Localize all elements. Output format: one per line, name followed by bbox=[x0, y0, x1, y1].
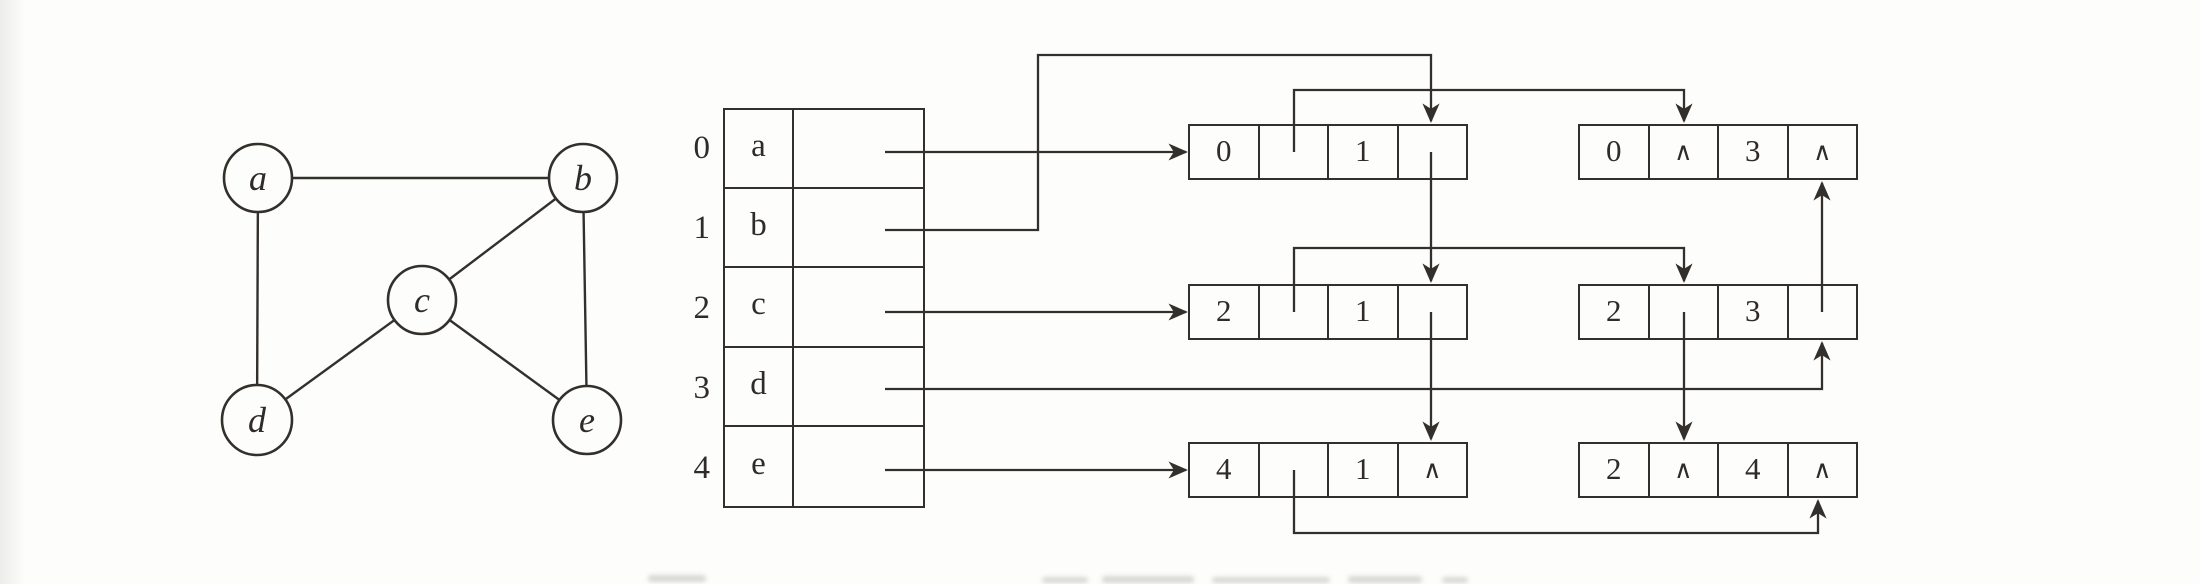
graph-edge-a-d bbox=[255, 177, 260, 421]
caption-fragment bbox=[1348, 576, 1422, 583]
head-firstedge-pointer-cell bbox=[794, 110, 923, 187]
graph-edge-b-c bbox=[421, 177, 584, 301]
vertex-label-c: c bbox=[414, 280, 430, 320]
ilink-cell bbox=[1260, 126, 1329, 178]
graph-edge-b-e bbox=[581, 177, 589, 421]
vertex-circle-d bbox=[220, 383, 294, 457]
vertex-circle-c bbox=[386, 264, 458, 336]
jvex-cell: 3 bbox=[1719, 126, 1789, 178]
jvex-cell: 3 bbox=[1719, 286, 1789, 338]
jlink-cell bbox=[1399, 286, 1467, 338]
caption-fragment bbox=[1442, 577, 1468, 583]
head-row-b: b bbox=[725, 189, 923, 269]
vertex-circle-b bbox=[547, 142, 619, 214]
ivex-cell: 4 bbox=[1190, 444, 1260, 496]
graph-drawing: a b c d e bbox=[220, 142, 623, 457]
head-index-4: 4 bbox=[693, 450, 711, 486]
graph-edge-c-e bbox=[421, 299, 588, 421]
edge-node-4-1: 4 1 ∧ bbox=[1188, 442, 1468, 498]
jvex-cell: 1 bbox=[1329, 126, 1399, 178]
head-vertex-label: e bbox=[725, 426, 794, 506]
head-row-c: c bbox=[725, 268, 923, 348]
vertex-label-a: a bbox=[249, 158, 267, 198]
jlink-cell bbox=[1399, 126, 1467, 178]
head-firstedge-pointer-cell bbox=[794, 268, 923, 345]
ivex-cell: 2 bbox=[1580, 286, 1650, 338]
head-vertex-label: c bbox=[725, 268, 794, 346]
scan-edge-shading bbox=[0, 0, 26, 584]
edge-node-2-1: 2 1 bbox=[1188, 284, 1468, 340]
jlink-null-cell: ∧ bbox=[1813, 138, 1832, 166]
vertex-label-e: e bbox=[579, 400, 595, 440]
edge-node-2-4: 2 ∧ 4 ∧ bbox=[1578, 442, 1858, 498]
head-index-1: 1 bbox=[693, 210, 711, 246]
head-vertex-label: b bbox=[725, 189, 794, 267]
edge-node-2-3: 2 3 bbox=[1578, 284, 1858, 340]
head-row-d: d bbox=[725, 347, 923, 427]
jlink-cell bbox=[1789, 286, 1857, 338]
head-index-2: 2 bbox=[693, 290, 711, 326]
arrow-head-d bbox=[885, 341, 1831, 391]
head-firstedge-pointer-cell bbox=[794, 348, 923, 425]
ilink-null-cell: ∧ bbox=[1650, 444, 1719, 496]
jvex-cell: 4 bbox=[1719, 444, 1789, 496]
jlink-null-cell: ∧ bbox=[1423, 456, 1442, 484]
jvex-cell: 1 bbox=[1329, 286, 1399, 338]
caption-fragment bbox=[1042, 577, 1088, 583]
caption-fragment bbox=[648, 575, 706, 582]
ilink-cell bbox=[1260, 286, 1329, 338]
ilink-null-cell: ∧ bbox=[1650, 126, 1719, 178]
head-row-e: e bbox=[725, 426, 923, 506]
caption-fragment bbox=[1212, 577, 1330, 583]
head-row-a: a bbox=[725, 110, 923, 190]
graph-edge-c-d bbox=[256, 299, 423, 421]
head-vertex-label: d bbox=[725, 347, 794, 425]
vertex-label-b: b bbox=[574, 158, 592, 198]
ivex-cell: 2 bbox=[1190, 286, 1260, 338]
vertex-circle-e bbox=[551, 384, 623, 456]
head-index-0: 0 bbox=[693, 130, 711, 166]
head-firstedge-pointer-cell bbox=[794, 189, 923, 266]
jlink-null-cell: ∧ bbox=[1813, 456, 1832, 484]
head-vertex-array: a b c d e bbox=[723, 108, 925, 508]
caption-fragment bbox=[1102, 576, 1194, 583]
edge-node-0-3: 0 ∧ 3 ∧ bbox=[1578, 124, 1858, 180]
edge-node-0-1: 0 1 bbox=[1188, 124, 1468, 180]
ivex-cell: 0 bbox=[1580, 126, 1650, 178]
vertex-label-d: d bbox=[248, 400, 267, 440]
jvex-cell: 1 bbox=[1329, 444, 1399, 496]
ivex-cell: 2 bbox=[1580, 444, 1650, 496]
vertex-circle-a bbox=[222, 142, 294, 214]
ilink-cell bbox=[1260, 444, 1329, 496]
head-index-3: 3 bbox=[693, 370, 711, 406]
ivex-cell: 0 bbox=[1190, 126, 1260, 178]
head-vertex-label: a bbox=[725, 110, 794, 188]
ilink-cell bbox=[1650, 286, 1719, 338]
head-firstedge-pointer-cell bbox=[794, 427, 923, 506]
